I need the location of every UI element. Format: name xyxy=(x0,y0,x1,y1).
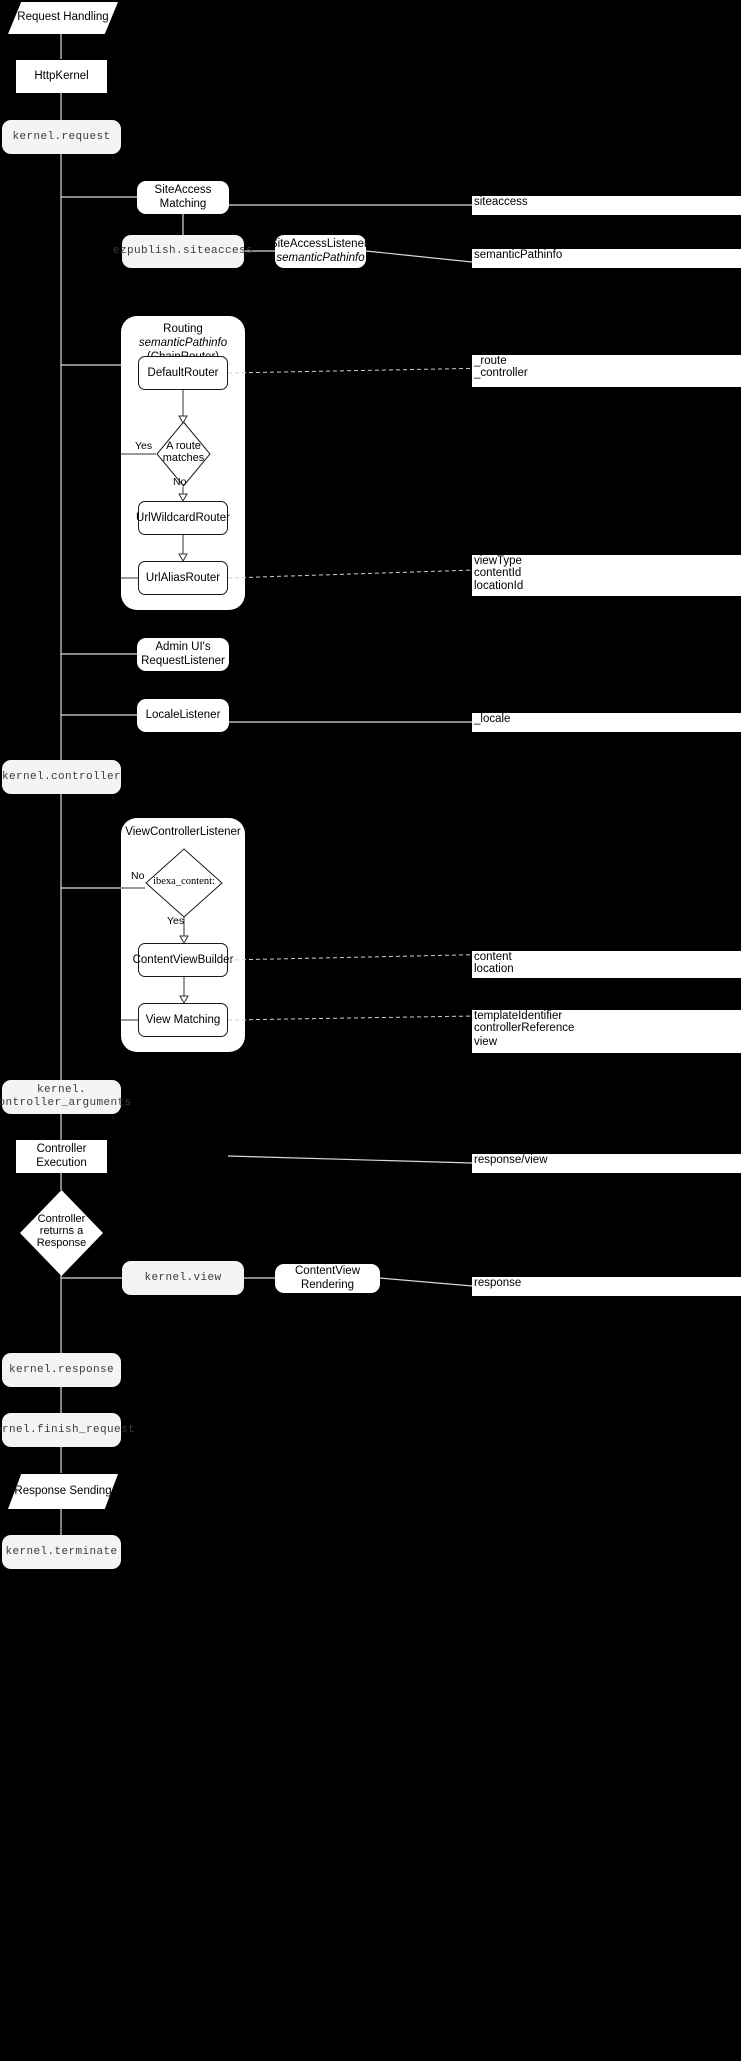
attr-view-content-location-line-0: viewType xyxy=(474,555,522,567)
decision-controller-returns-response xyxy=(20,1190,103,1276)
event-kernel-controller-arguments: kernel. controller_arguments xyxy=(0,1080,131,1114)
attr-route-controller-line-1: _controller xyxy=(474,367,528,380)
attr-route-controller: _route _controller xyxy=(472,355,741,387)
attr-locale: _locale xyxy=(472,713,741,732)
attr-siteaccess: siteaccess xyxy=(472,196,741,215)
decision-ibexa-content-yes-label: Yes xyxy=(167,915,185,927)
attr-view-content-location-line-2: locationId xyxy=(474,579,524,592)
attr-content-location-line-0: content xyxy=(474,951,512,963)
event-kernel-request: kernel.request xyxy=(2,120,121,154)
node-admin-ui-request-listener: Admin UI's RequestListener xyxy=(137,638,229,671)
attr-response-line-0: response xyxy=(474,1277,522,1289)
attr-response: response xyxy=(472,1277,741,1296)
attr-template-controller-reference-line-1: controllerReference xyxy=(474,1022,575,1035)
phase-request-handling-label: Request Handling xyxy=(17,11,109,24)
node-admin-ui-request-listener-line1: Admin UI's xyxy=(155,641,211,654)
attr-semantic-pathinfo-line-0: semanticPathinfo xyxy=(474,249,563,261)
decision-route-matches-line2: matches xyxy=(162,452,205,465)
event-kernel-view: kernel.view xyxy=(122,1261,244,1295)
phase-response-sending: Response Sending xyxy=(8,1474,118,1509)
node-admin-ui-request-listener-line2: RequestListener xyxy=(141,654,225,667)
event-kernel-controller-arguments-line2: controller_arguments xyxy=(0,1097,132,1109)
attr-content-location: content location xyxy=(472,951,741,978)
node-siteaccess-matching-label: SiteAccess Matching xyxy=(154,184,212,210)
box-view-matching: View Matching xyxy=(138,1003,228,1037)
decision-route-matches xyxy=(156,421,211,487)
attr-response-view-line-0: response/view xyxy=(474,1154,548,1166)
node-controller-execution: Controller Execution xyxy=(16,1140,107,1173)
event-ezpublish-siteaccess: ezpublish.siteaccess xyxy=(113,235,253,268)
attr-route-controller-line-0: _route xyxy=(474,355,507,367)
attr-template-controller-reference: templateIdentifier controllerReference xyxy=(472,1010,741,1037)
group-routing-title-line1: Routing semanticPathinfo xyxy=(138,323,228,349)
event-kernel-response-label: kernel.response xyxy=(8,1363,115,1376)
attr-template-controller-reference-line-0: templateIdentifier xyxy=(474,1010,563,1022)
node-locale-listener-label: LocaleListener xyxy=(145,708,221,721)
node-siteaccess-listener-line1: SiteAccessListener: xyxy=(270,238,371,251)
event-ezpublish-siteaccess-label: ezpublish.siteaccess xyxy=(112,245,254,258)
node-content-view-rendering: ContentView Rendering xyxy=(275,1264,380,1293)
decision-route-yes-label: Yes xyxy=(135,440,153,452)
decision-route-matches-line1: A route xyxy=(166,440,201,452)
box-url-alias-router-label: UrlAliasRouter xyxy=(145,572,221,584)
decision-ibexa-content-label: ibexa_content: xyxy=(153,876,215,887)
box-url-wildcard-router: UrlWildcardRouter xyxy=(136,501,230,535)
decision-route-no-label: No xyxy=(173,476,187,488)
node-locale-listener: LocaleListener xyxy=(137,699,229,732)
event-kernel-controller-arguments-line1: kernel. xyxy=(36,1084,86,1097)
node-content-view-rendering-label: ContentView Rendering xyxy=(295,1265,360,1291)
phase-request-handling: Request Handling xyxy=(8,2,118,34)
attr-locale-line-0: _locale xyxy=(474,713,511,725)
event-kernel-view-label: kernel.view xyxy=(144,1271,222,1284)
event-kernel-request-label: kernel.request xyxy=(12,130,111,143)
event-kernel-finish-request: kernel.finish_request xyxy=(0,1413,135,1447)
event-kernel-controller-label: kernel.controller xyxy=(1,770,122,783)
attr-view-line-0: view xyxy=(474,1036,498,1048)
box-url-alias-router: UrlAliasRouter xyxy=(138,561,228,595)
attr-view: view xyxy=(472,1036,741,1053)
decision-controller-line3: Response xyxy=(36,1237,87,1250)
attr-content-location-line-1: location xyxy=(474,963,514,976)
event-kernel-response: kernel.response xyxy=(2,1353,121,1387)
box-content-view-builder-label: ContentViewBuilder xyxy=(132,954,234,966)
group-routing: Routing semanticPathinfo (ChainRouter) D… xyxy=(121,316,599,610)
decision-ibexa-content-no-label: No xyxy=(131,870,145,882)
attr-semantic-pathinfo: semanticPathinfo xyxy=(472,249,741,268)
group-view-controller-listener: ViewControllerListener ibexa_content: No… xyxy=(121,818,599,1052)
box-default-router: DefaultRouter xyxy=(138,356,228,390)
node-siteaccess-matching: SiteAccess Matching xyxy=(137,181,229,214)
box-default-router-label: DefaultRouter xyxy=(147,367,219,379)
decision-controller-line1: Controller xyxy=(37,1213,86,1225)
phase-response-sending-label: Response Sending xyxy=(14,1484,112,1497)
box-url-wildcard-router-label: UrlWildcardRouter xyxy=(136,512,230,524)
node-http-kernel: HttpKernel xyxy=(16,60,107,93)
node-controller-execution-label: Controller Execution xyxy=(36,1143,87,1169)
attr-response-view: response/view xyxy=(472,1154,741,1173)
decision-controller-returns-response-label: Controller returns a Response xyxy=(20,1213,103,1249)
event-kernel-terminate: kernel.terminate xyxy=(2,1535,121,1569)
decision-route-matches-label: A route matches xyxy=(156,440,211,464)
attr-view-content-location-line-1: contentId xyxy=(474,567,522,580)
event-kernel-controller: kernel.controller xyxy=(2,760,121,794)
group-view-controller-listener-title: ViewControllerListener xyxy=(125,826,241,838)
event-kernel-terminate-label: kernel.terminate xyxy=(5,1545,118,1558)
decision-controller-line2: returns a xyxy=(39,1225,84,1238)
attr-siteaccess-line-0: siteaccess xyxy=(474,196,528,208)
node-siteaccess-listener-line2: semanticPathinfo xyxy=(276,251,365,264)
attr-view-content-location: viewType contentId locationId xyxy=(472,555,741,596)
event-kernel-finish-request-label: kernel.finish_request xyxy=(0,1423,136,1436)
node-http-kernel-label: HttpKernel xyxy=(34,69,89,82)
box-view-matching-label: View Matching xyxy=(145,1014,221,1026)
node-siteaccess-listener: SiteAccessListener: semanticPathinfo xyxy=(270,235,371,268)
box-content-view-builder: ContentViewBuilder xyxy=(133,943,233,977)
